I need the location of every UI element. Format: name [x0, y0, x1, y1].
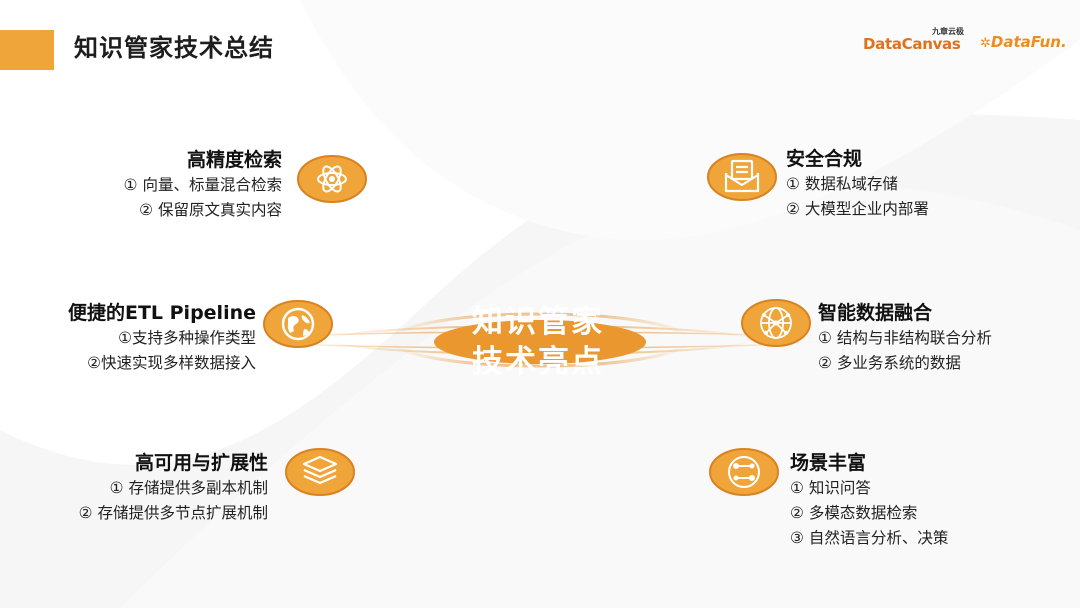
center-label: 知识管家 技术亮点 [388, 296, 688, 396]
feature-line: ② 大模型企业内部署 [786, 200, 929, 218]
feature-line: ②快速实现多样数据接入 [87, 354, 256, 372]
datafun-mark-icon: ✲ [980, 36, 991, 51]
feature-etl-pipeline: 便捷的ETL Pipeline ①支持多种操作类型 ②快速实现多样数据接入 [40, 300, 256, 376]
feature-high-availability: 高可用与扩展性 ① 存储提供多副本机制 ② 存储提供多节点扩展机制 [30, 450, 268, 526]
envelope-icon [707, 153, 777, 201]
feature-line: ① 存储提供多副本机制 [109, 479, 268, 497]
feature-title: 安全合规 [786, 148, 863, 170]
datacanvas-logo: 九章云极 DataCanvas [863, 27, 964, 53]
feature-intelligent-data-fusion: 智能数据融合 ① 结构与非结构联合分析 ② 多业务系统的数据 [818, 300, 1058, 376]
layers-icon [285, 448, 355, 496]
page-title: 知识管家技术总结 [74, 34, 274, 62]
title-accent-bar [0, 30, 54, 70]
feature-line: ① 数据私域存储 [786, 175, 898, 193]
globe-icon [263, 300, 333, 348]
feature-line: ①支持多种操作类型 [118, 329, 256, 347]
network-globe-icon [741, 299, 811, 347]
feature-title: 场景丰富 [790, 452, 867, 474]
center-line-1: 知识管家 [472, 304, 604, 340]
feature-rich-scenarios: 场景丰富 ① 知识问答 ② 多模态数据检索 ③ 自然语言分析、决策 [790, 450, 1030, 551]
feature-line: ① 知识问答 [790, 479, 871, 497]
feature-high-precision-search: 高精度检索 ① 向量、标量混合检索 ② 保留原文真实内容 [60, 147, 282, 223]
feature-line: ② 保留原文真实内容 [139, 201, 282, 219]
feature-security-compliance: 安全合规 ① 数据私域存储 ② 大模型企业内部署 [786, 146, 1016, 222]
feature-title: 智能数据融合 [818, 302, 933, 324]
feature-line: ① 向量、标量混合检索 [123, 176, 282, 194]
datafun-logo: ✲DataFun. [980, 33, 1067, 51]
center-line-2: 技术亮点 [472, 344, 604, 380]
feature-title: 便捷的ETL Pipeline [67, 302, 256, 324]
atom-icon [297, 155, 367, 203]
feature-title: 高精度检索 [186, 149, 282, 171]
feature-title: 高可用与扩展性 [134, 452, 268, 474]
feature-line: ② 多业务系统的数据 [818, 354, 961, 372]
feature-line: ③ 自然语言分析、决策 [790, 529, 949, 547]
feature-line: ② 存储提供多节点扩展机制 [78, 504, 268, 522]
feature-line: ② 多模态数据检索 [790, 504, 918, 522]
feature-line: ① 结构与非结构联合分析 [818, 329, 992, 347]
center-disc [434, 320, 646, 364]
nodes-icon [709, 448, 779, 496]
